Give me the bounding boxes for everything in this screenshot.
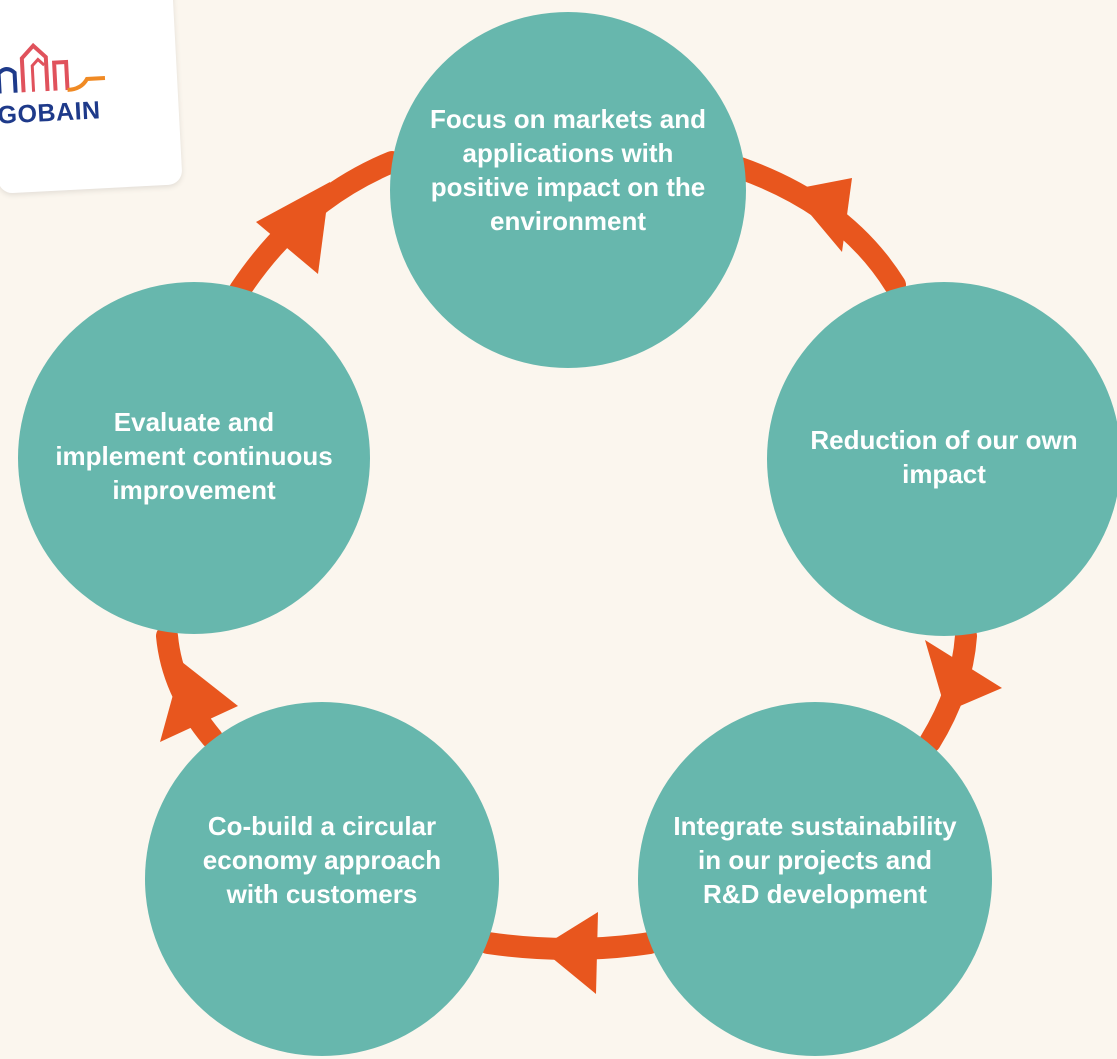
arrowhead-step1-to-step2 [790, 178, 852, 252]
cycle-step-1-label: Focus on markets and applications with p… [430, 104, 706, 236]
cycle-step-4: Co-build a circular economy approach wit… [145, 702, 499, 1056]
city-skyline-icon [0, 42, 106, 94]
cycle-step-5-label: Evaluate and implement continuous improv… [55, 407, 333, 505]
arrowhead-step2-to-step3 [925, 640, 1002, 712]
cycle-step-1: Focus on markets and applications with p… [390, 12, 746, 368]
cycle-step-2-label: Reduction of our own impact [810, 425, 1078, 489]
logo-wordmark: -GOBAIN [0, 96, 102, 131]
cycle-step-3-label: Integrate sustainability in our projects… [673, 811, 957, 909]
cycle-step-5: Evaluate and implement continuous improv… [18, 282, 370, 634]
arrowhead-step3-to-step4 [540, 912, 598, 994]
cycle-step-4-label: Co-build a circular economy approach wit… [202, 811, 442, 909]
cycle-step-2: Reduction of our own impact [767, 282, 1117, 636]
arrowhead-step5-to-step1 [256, 182, 330, 274]
arrowhead-step4-to-step5 [160, 662, 238, 742]
company-logo: -GOBAIN [0, 0, 183, 194]
cycle-step-3: Integrate sustainability in our projects… [638, 702, 992, 1056]
